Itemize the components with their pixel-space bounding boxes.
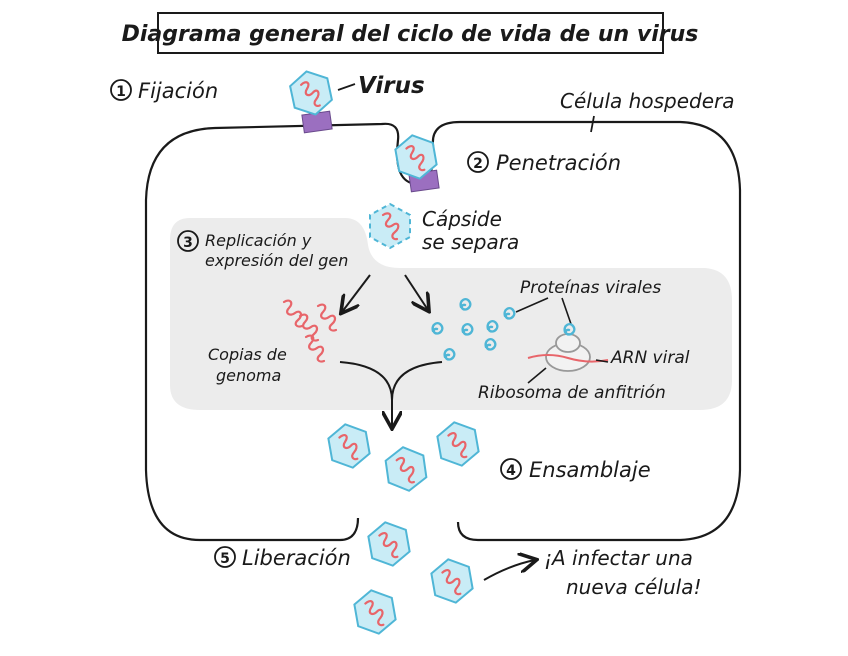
virus-icon bbox=[286, 66, 336, 120]
virus-icon bbox=[325, 419, 373, 473]
step-number-circle bbox=[177, 230, 199, 252]
genome-copies-label-line1: Copias de bbox=[208, 345, 287, 364]
genome-copies-label-line2: genoma bbox=[216, 366, 281, 385]
penetrating-virus bbox=[392, 130, 440, 193]
ribosome-pointer-line bbox=[527, 367, 547, 384]
step-number: 2 bbox=[473, 156, 483, 172]
step-number: 4 bbox=[506, 463, 516, 479]
attached-virus bbox=[286, 66, 336, 134]
capsid-separates-label-line1: Cápside bbox=[422, 207, 502, 231]
virus-icon bbox=[428, 554, 476, 608]
step-number: 3 bbox=[183, 235, 193, 251]
step-label: Liberación bbox=[242, 546, 351, 570]
step-number-circle bbox=[110, 79, 132, 101]
step-label: Ensamblaje bbox=[529, 458, 651, 482]
step-2-penetration: 2 Penetración bbox=[467, 151, 621, 175]
step-label: Fijación bbox=[138, 79, 218, 103]
arrow-to-genome-copies bbox=[342, 274, 371, 312]
step-number: 1 bbox=[116, 84, 126, 100]
title-box: Diagrama general del ciclo de vida de un… bbox=[122, 12, 699, 54]
assembled-virions bbox=[325, 417, 482, 495]
viral-rna-label: ARN viral bbox=[610, 348, 690, 368]
virus-pointer-line bbox=[337, 83, 356, 91]
arrow-to-viral-proteins bbox=[404, 274, 428, 310]
merge-arrow-right bbox=[392, 361, 443, 427]
infect-label-line1: ¡A infectar una bbox=[544, 546, 693, 570]
host-cell-pointer-line bbox=[590, 115, 595, 133]
infect-arrow bbox=[483, 560, 535, 581]
diagram-title: Diagrama general del ciclo de vida de un… bbox=[122, 22, 699, 47]
step-label-line1: Replicación y bbox=[205, 231, 312, 250]
step-number-circle bbox=[500, 458, 522, 480]
step-5-release: 5 Liberación bbox=[214, 546, 351, 570]
host-ribosome bbox=[527, 323, 609, 372]
step-1-attachment: 1 Fijación bbox=[110, 79, 218, 103]
released-virions bbox=[351, 517, 476, 639]
virus-label: Virus bbox=[358, 73, 425, 99]
step-label: Penetración bbox=[496, 151, 621, 175]
viral-rna-strand bbox=[527, 354, 609, 363]
host-ribosome-label: Ribosoma de anfitrión bbox=[478, 383, 666, 403]
viral-proteins-pointer-line-1 bbox=[515, 297, 549, 313]
step-3-replication: 3 Replicación y expresión del gen bbox=[177, 230, 348, 270]
capsid-separates-label-line2: se separa bbox=[422, 230, 519, 254]
uncoating-capsid bbox=[369, 202, 411, 250]
step-label-line2: expresión del gen bbox=[205, 251, 348, 270]
step-number-circle bbox=[214, 546, 236, 568]
virus-icon bbox=[351, 585, 399, 639]
host-cell-label: Célula hospedera bbox=[560, 89, 734, 113]
step-4-assembly: 4 Ensamblaje bbox=[500, 458, 651, 482]
viral-rna-pointer-line bbox=[595, 359, 609, 363]
infect-label-line2: nueva célula! bbox=[566, 575, 701, 599]
virus-icon bbox=[434, 417, 482, 471]
viral-proteins-label: Proteínas virales bbox=[520, 278, 661, 298]
viral-proteins-pointer-line-2 bbox=[561, 297, 572, 325]
step-number: 5 bbox=[220, 551, 230, 567]
step-number-circle bbox=[467, 151, 489, 173]
virus-icon bbox=[383, 443, 429, 495]
virus-icon bbox=[365, 517, 413, 571]
